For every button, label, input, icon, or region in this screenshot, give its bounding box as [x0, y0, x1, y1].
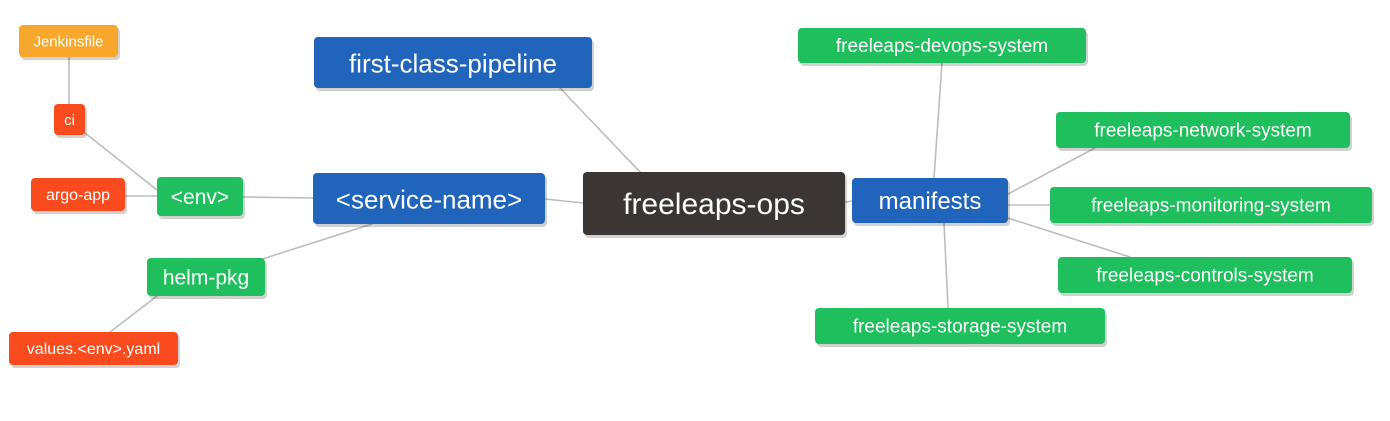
node-label: freeleaps-controls-system	[1096, 266, 1314, 287]
node-box[interactable]	[1050, 187, 1372, 223]
mindmap-edge	[242, 196, 314, 199]
mindmap-node-ci[interactable]: ci	[54, 104, 87, 138]
mindmap-node-values-env-yaml[interactable]: values.<env>.yaml	[9, 332, 180, 368]
node-box[interactable]	[852, 178, 1008, 223]
node-label: ci	[64, 112, 75, 129]
node-box[interactable]	[31, 178, 125, 211]
mindmap-node-freeleaps-storage-system[interactable]: freeleaps-storage-system	[815, 308, 1107, 347]
node-label: freeleaps-ops	[623, 188, 805, 221]
mindmap-node-first-class-pipeline[interactable]: first-class-pipeline	[314, 37, 594, 91]
mindmap-edge	[252, 223, 373, 263]
mindmap-node-argo-app[interactable]: argo-app	[31, 178, 127, 214]
node-label: Jenkinsfile	[33, 34, 103, 51]
edge-layer	[68, 56, 1131, 333]
mindmap-node-env[interactable]: <env>	[157, 177, 245, 219]
mindmap-edge	[559, 87, 641, 173]
mindmap-edge	[943, 222, 949, 309]
node-box[interactable]	[157, 177, 243, 216]
mindmap-edge	[844, 200, 853, 203]
node-label: <service-name>	[336, 185, 522, 215]
node-label: freeleaps-monitoring-system	[1091, 196, 1331, 217]
node-box[interactable]	[583, 172, 845, 235]
node-box[interactable]	[314, 37, 592, 88]
node-label: <env>	[171, 186, 229, 209]
node-box[interactable]	[9, 332, 178, 365]
node-label: helm-pkg	[163, 267, 249, 290]
mindmap-node-freeleaps-controls-system[interactable]: freeleaps-controls-system	[1058, 257, 1354, 296]
mindmap-node-freeleaps-devops-system[interactable]: freeleaps-devops-system	[798, 28, 1088, 66]
node-label: freeleaps-devops-system	[836, 36, 1048, 57]
mindmap-node-manifests[interactable]: manifests	[852, 178, 1010, 226]
node-box[interactable]	[1056, 112, 1350, 148]
node-label: manifests	[879, 188, 982, 215]
node-box[interactable]	[147, 258, 265, 296]
node-layer: freeleaps-ops <service-name> first-class-p…	[9, 25, 1374, 368]
node-label: freeleaps-network-system	[1094, 121, 1312, 142]
mindmap-node-service-name[interactable]: <service-name>	[313, 173, 547, 227]
node-label: argo-app	[46, 187, 110, 204]
mindmap-node-helm-pkg[interactable]: helm-pkg	[147, 258, 267, 299]
mindmap-edge	[84, 132, 158, 191]
mindmap-edge	[109, 295, 158, 333]
node-label: first-class-pipeline	[349, 49, 557, 79]
node-box[interactable]	[313, 173, 545, 224]
mindmap-node-freeleaps-monitoring-system[interactable]: freeleaps-monitoring-system	[1050, 187, 1374, 226]
mindmap-edge	[544, 198, 584, 204]
node-box[interactable]	[798, 28, 1086, 63]
mindmap-node-freeleaps-ops[interactable]: freeleaps-ops	[583, 172, 847, 238]
node-label: values.<env>.yaml	[27, 341, 160, 358]
node-box[interactable]	[815, 308, 1105, 344]
node-label: freeleaps-storage-system	[853, 317, 1067, 338]
node-box[interactable]	[19, 25, 118, 57]
node-box[interactable]	[1058, 257, 1352, 293]
mindmap-node-jenkinsfile[interactable]: Jenkinsfile	[19, 25, 120, 60]
mindmap-node-freeleaps-network-system[interactable]: freeleaps-network-system	[1056, 112, 1352, 151]
mindmap-edge	[933, 62, 943, 179]
mindmap-edge	[1007, 217, 1131, 258]
node-box[interactable]	[54, 104, 85, 135]
mindmap-edge	[1007, 147, 1096, 195]
